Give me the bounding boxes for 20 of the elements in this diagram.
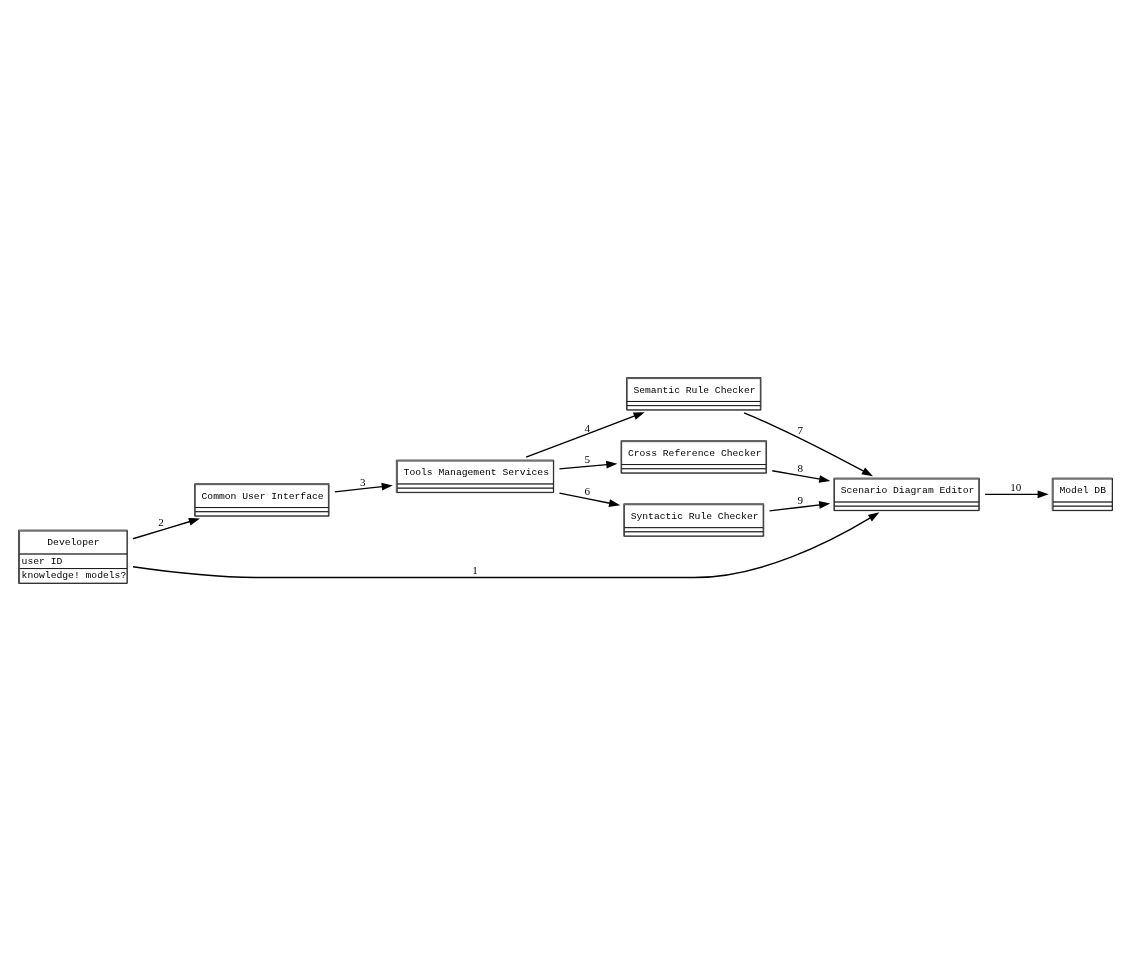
edge-label: 6: [584, 484, 591, 497]
edge-label: 10: [1010, 480, 1022, 493]
arrow: [743, 412, 873, 477]
arrow: [558, 492, 621, 507]
arrow: [334, 482, 393, 493]
arrow: [768, 501, 831, 512]
edge-label: 9: [797, 493, 803, 506]
arrow: [132, 517, 200, 540]
arrow: [771, 470, 831, 483]
edge-label: 1: [472, 563, 478, 576]
edge-label: 4: [584, 421, 591, 434]
arrow: [558, 460, 618, 470]
edge-label: 5: [584, 453, 591, 466]
edge-label: 7: [797, 423, 803, 436]
arrow: [132, 512, 880, 579]
arrow: [984, 490, 1049, 499]
arrow: [525, 412, 645, 458]
edge-label: 2: [158, 516, 164, 529]
edge-label: 8: [797, 462, 803, 475]
edge-label: 3: [359, 475, 366, 488]
